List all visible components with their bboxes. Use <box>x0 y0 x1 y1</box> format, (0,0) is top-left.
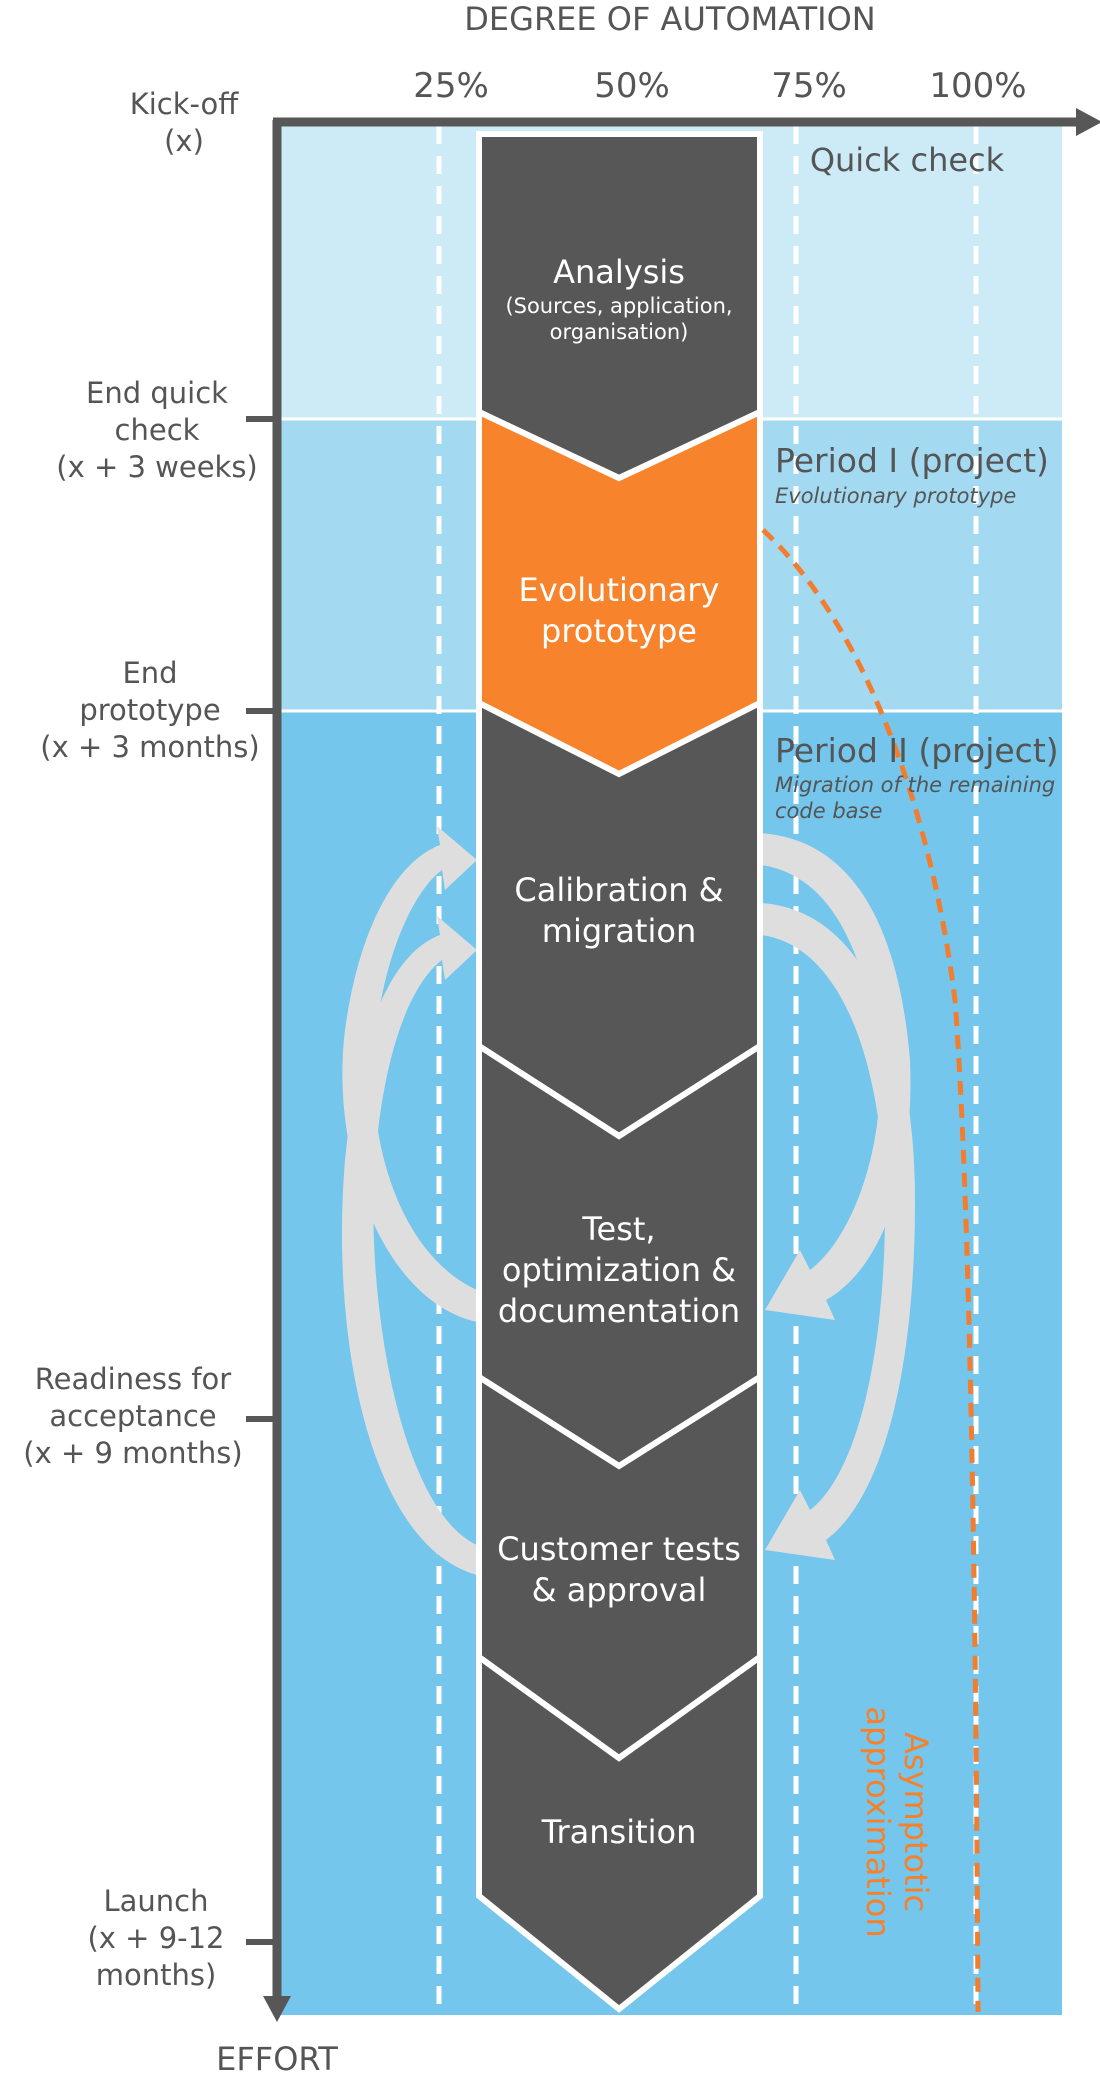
milestone-proto-line-1: End <box>122 656 177 690</box>
stage-customer-line-1: Customer tests <box>497 1530 741 1568</box>
period-1-title: Period I (project) <box>775 441 1049 480</box>
stage-column <box>476 131 763 2013</box>
stage-transition[interactable] <box>476 1651 763 2013</box>
period-2-subtitle-line-2: code base <box>775 799 882 823</box>
stage-evolutionary-line-1: Evolutionary <box>519 571 720 609</box>
milestone-readiness-line-2: acceptance <box>49 1399 216 1433</box>
stage-test-label: Test, optimization & documentation <box>498 1210 740 1330</box>
stage-evolutionary-label: Evolutionary prototype <box>519 571 720 650</box>
stage-test-line-1: Test, <box>581 1210 655 1248</box>
milestone-proto-line-3: (x + 3 months) <box>40 730 259 764</box>
feedback-arrow-left-upper <box>342 826 477 1322</box>
stage-analysis-label: Analysis (Sources, application, organisa… <box>505 253 732 344</box>
axes <box>246 108 1100 2022</box>
x-axis-title: DEGREE OF AUTOMATION <box>464 0 875 38</box>
milestone-quick-line-3: (x + 3 weeks) <box>56 450 258 484</box>
milestone-quick-line-2: check <box>115 413 200 447</box>
milestone-readiness-line-1: Readiness for <box>35 1362 232 1396</box>
milestone-kickoff-line-1: Kick-off <box>130 87 240 121</box>
stage-analysis-title: Analysis <box>553 253 685 291</box>
milestone-end-quick-check: End quick check (x + 3 weeks) <box>56 376 258 484</box>
stage-analysis-sub-2: organisation) <box>550 320 689 344</box>
stage-evolutionary-line-2: prototype <box>541 612 697 650</box>
x-axis-arrowhead <box>1076 108 1100 136</box>
asymptotic-annotation: Asymptotic approximation <box>859 1706 935 1937</box>
stage-customer-line-2: & approval <box>532 1571 707 1609</box>
feedback-arrow-left-lower <box>341 916 477 1575</box>
quick-check-label: Quick check <box>810 141 1005 179</box>
stage-calibration-line-2: migration <box>542 912 696 950</box>
milestone-quick-line-1: End quick <box>86 376 228 410</box>
stage-transition-title: Transition <box>541 1813 697 1851</box>
period-2-subtitle-line-1: Migration of the remaining <box>775 773 1055 797</box>
y-axis-arrowhead <box>263 1996 291 2022</box>
milestone-readiness-line-3: (x + 9 months) <box>23 1436 242 1470</box>
milestone-kickoff-line-2: (x) <box>164 124 204 158</box>
feedback-arrow-right-lower <box>761 903 915 1560</box>
stage-calibration-line-1: Calibration & <box>514 871 723 909</box>
asymptotic-line-2: approximation <box>859 1706 897 1937</box>
asymptotic-curve <box>761 528 981 2013</box>
milestone-launch-line-1: Launch <box>103 1884 208 1918</box>
stage-test-line-2: optimization & <box>502 1251 736 1289</box>
asymptotic-line-1: Asymptotic <box>897 1732 935 1912</box>
stage-analysis-sub-1: (Sources, application, <box>505 294 732 318</box>
milestone-launch: Launch (x + 9-12 months) <box>87 1884 224 1992</box>
x-tick-25: 25% <box>413 66 489 106</box>
milestone-proto-line-2: prototype <box>79 693 220 727</box>
x-tick-100: 100% <box>929 66 1026 106</box>
milestone-readiness: Readiness for acceptance (x + 9 months) <box>23 1362 242 1470</box>
stage-customer-label: Customer tests & approval <box>497 1530 741 1609</box>
stage-calibration-label: Calibration & migration <box>514 871 723 950</box>
feedback-arrow-right-upper <box>761 833 911 1320</box>
milestone-launch-line-2: (x + 9-12 <box>87 1921 224 1955</box>
milestone-kickoff: Kick-off (x) <box>130 87 240 158</box>
stage-test-line-3: documentation <box>498 1292 740 1330</box>
x-tick-50: 50% <box>594 66 670 106</box>
period-2-title: Period II (project) <box>775 731 1059 770</box>
y-axis-title: EFFORT <box>216 2040 338 2078</box>
feedback-arrows <box>341 826 915 1575</box>
milestone-launch-line-3: months) <box>96 1958 217 1992</box>
x-tick-75: 75% <box>771 66 847 106</box>
period-1-subtitle: Evolutionary prototype <box>775 484 1016 508</box>
milestone-end-prototype: End prototype (x + 3 months) <box>40 656 259 764</box>
